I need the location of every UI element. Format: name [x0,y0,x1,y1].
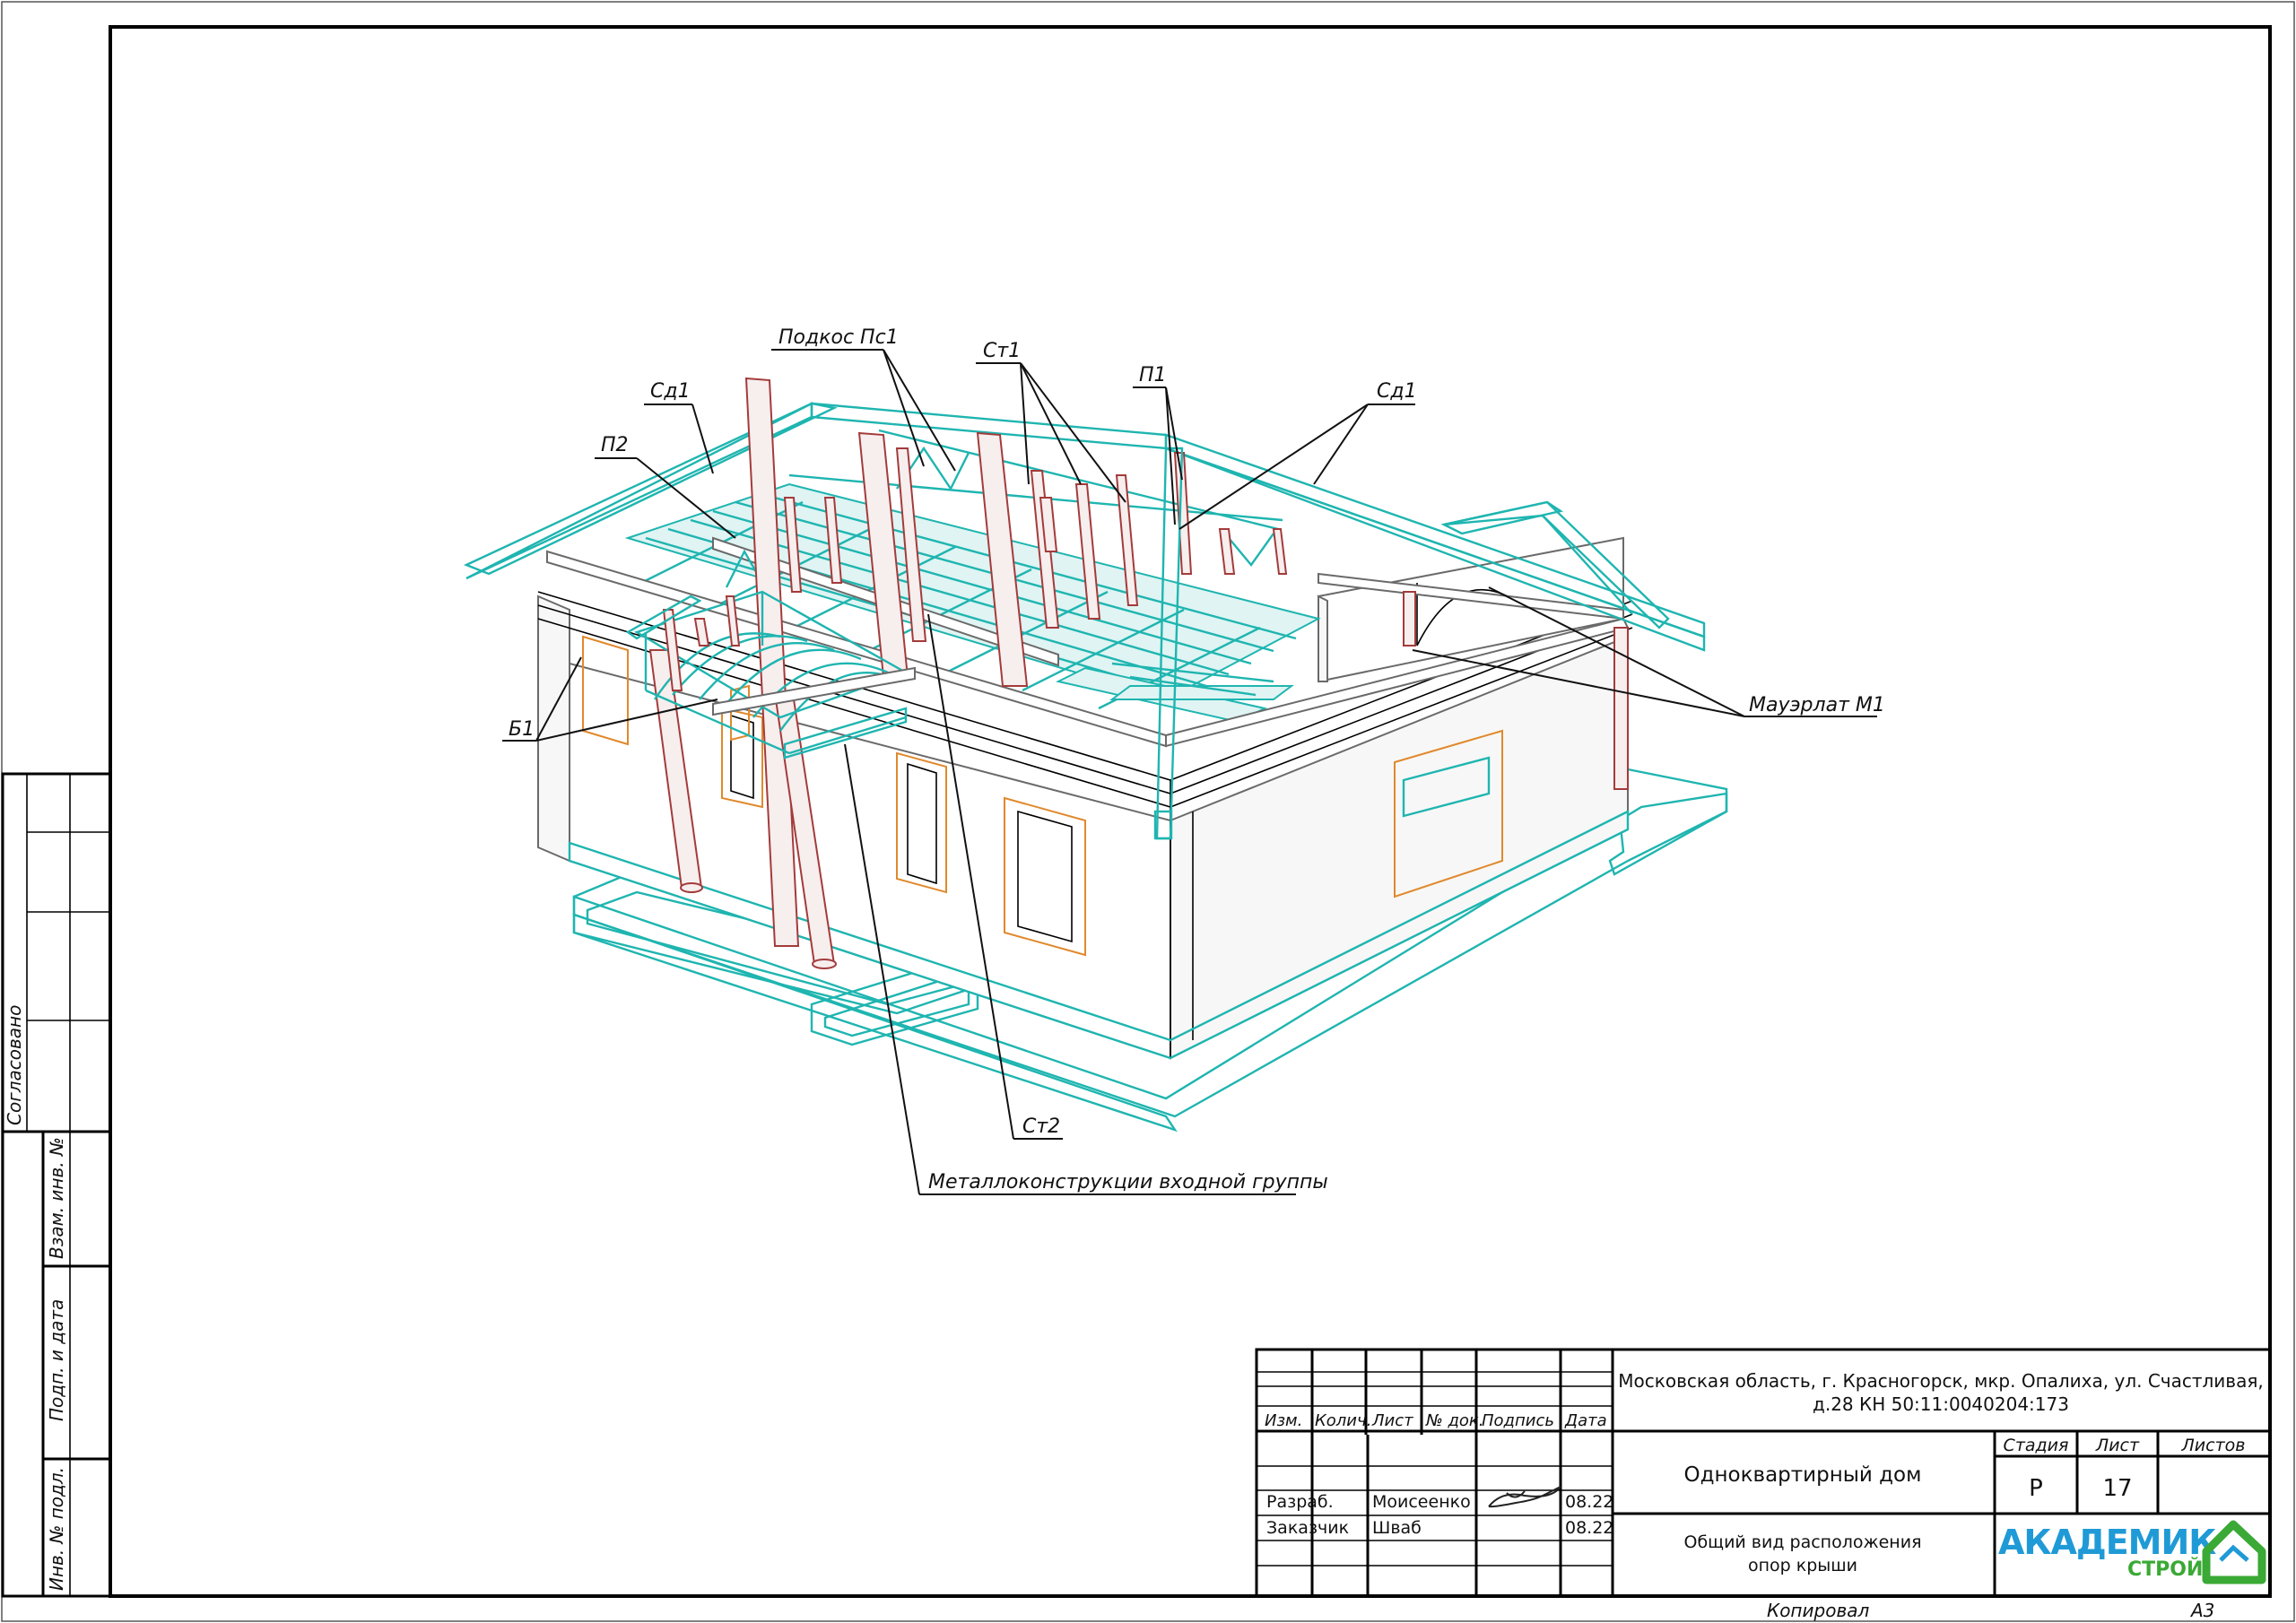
footer-copied: Копировал [1767,1600,1869,1621]
callout-podkos: Подкос Пс1 [778,326,899,349]
header-list: Лист [1371,1411,1413,1430]
row-razrab-date: 08.22 [1565,1492,1613,1512]
window-front-1 [582,635,629,746]
sheet-title-line1: Общий вид расположения [1684,1532,1922,1552]
callout-sd1-left: Сд1 [650,380,691,403]
signature-icon [1488,1486,1561,1508]
inv-podl-label: Инв. № подл. [46,1467,67,1591]
header-data: Дата [1564,1411,1607,1430]
header-ndok: № док. [1425,1411,1484,1430]
callouts: Сд1 П2 Подкос Пс1 Ст1 П1 Сд1 Б1 [502,326,1885,1195]
header-izm: Изм. [1265,1411,1302,1430]
floor-joists [624,482,1321,724]
academic-stroy-logo: АКАДЕМИК СТРОЙ [1998,1520,2266,1584]
callout-sd1-right: Сд1 [1377,380,1417,403]
sheet-value: 17 [2102,1475,2132,1502]
podp-data-label: Подп. и дата [46,1299,67,1421]
title-block: Изм. Колич. Лист № док. Подпись Дата Раз… [1255,1348,2272,1598]
header-podpis: Подпись [1482,1411,1554,1430]
sheets-label: Листов [2181,1436,2246,1455]
house-icon [2202,1520,2266,1584]
row-zakazchik-date: 08.22 [1565,1518,1613,1538]
row-zakazchik-name: Шваб [1372,1518,1422,1538]
stage-value: Р [2029,1475,2043,1502]
callout-metal: Металлоконструкции входной группы [928,1171,1328,1193]
callout-p2: П2 [601,434,629,456]
left-margin-stamp: Согласовано Взам. инв. № Подп. и дата Ин… [1,772,112,1598]
row-zakazchik-role: Заказчик [1266,1518,1349,1538]
stage-label: Стадия [2004,1436,2069,1455]
column-st1-2 [976,431,1029,687]
row-razrab-name: Моисеенко [1372,1492,1471,1512]
logo-main: АКАДЕМИК [1998,1523,2216,1562]
logo-sub: СТРОЙ [2127,1558,2203,1581]
callout-b1: Б1 [509,718,535,741]
object-name: Однoквартирный дом [1684,1463,1922,1487]
header-kolich: Колич. [1315,1411,1371,1430]
callout-st1: Ст1 [983,340,1021,362]
footer-format: А3 [2189,1600,2214,1621]
vzam-label: Взам. инв. № [46,1137,67,1259]
callout-mauerlat: Мауэрлат М1 [1749,694,1885,716]
address-line2: д.28 КН 50:11:0040204:173 [1813,1393,2069,1415]
drawing-frame [109,25,2272,1598]
soglasovano-label: Согласовано [4,1005,25,1125]
sheet-label: Лист [2095,1436,2140,1455]
window-front-3 [896,751,947,894]
entrance-metal-structure [634,590,916,759]
callout-p1: П1 [1139,364,1167,386]
sheet-title-line2: опор крыши [1748,1556,1857,1575]
address-line1: Московская область, г. Красногорск, мкр.… [1618,1370,2263,1392]
callout-st2: Ст2 [1022,1115,1060,1138]
window-front-4 [1004,796,1086,957]
window-side [1394,729,1503,898]
roof-support-drawing [463,377,1728,1133]
row-razrab-role: Разраб. [1266,1492,1334,1512]
